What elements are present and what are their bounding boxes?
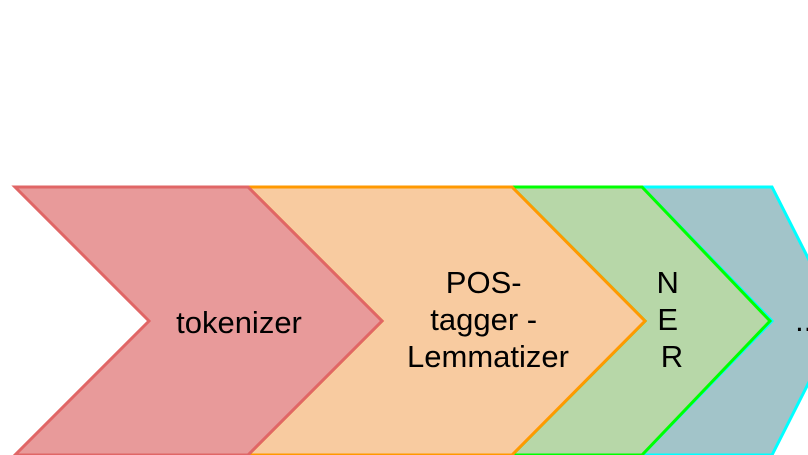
step-pos-tagger-lemmatizer-label-line: POS- (446, 265, 522, 300)
step-pos-tagger-lemmatizer-label-line: Lemmatizer (407, 339, 569, 374)
step-tokenizer: tokenizer (11, 185, 385, 455)
step-pos-tagger-lemmatizer-label: POS- tagger - Lemmatizer (407, 265, 569, 374)
step-more-label-line: ... (795, 303, 808, 338)
step-ner-label-line: R (661, 339, 683, 374)
step-tokenizer-chevron (11, 185, 385, 455)
step-tokenizer-label-line: tokenizer (176, 305, 302, 340)
step-pos-tagger-lemmatizer-label-line: tagger - (430, 302, 537, 337)
step-tokenizer-label: tokenizer (176, 305, 302, 340)
step-ner-label-line: N (656, 265, 678, 300)
step-pos-tagger-lemmatizer: POS- tagger - Lemmatizer (244, 185, 648, 455)
step-ner-label: N E R (656, 265, 687, 374)
step-more-label: ... (795, 303, 808, 338)
step-ner-label-line: E (657, 302, 678, 337)
